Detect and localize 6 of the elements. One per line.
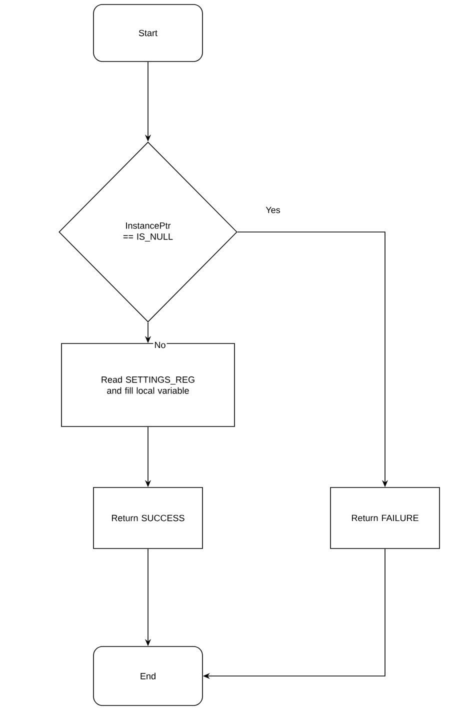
process-box: Return FAILURE	[330, 487, 440, 549]
edge-label: No	[153, 340, 167, 350]
process-box: Return SUCCESS	[93, 487, 203, 549]
terminal-box: End	[93, 646, 203, 706]
terminal-box: Start	[93, 4, 203, 62]
edge-label: Yes	[264, 206, 282, 214]
